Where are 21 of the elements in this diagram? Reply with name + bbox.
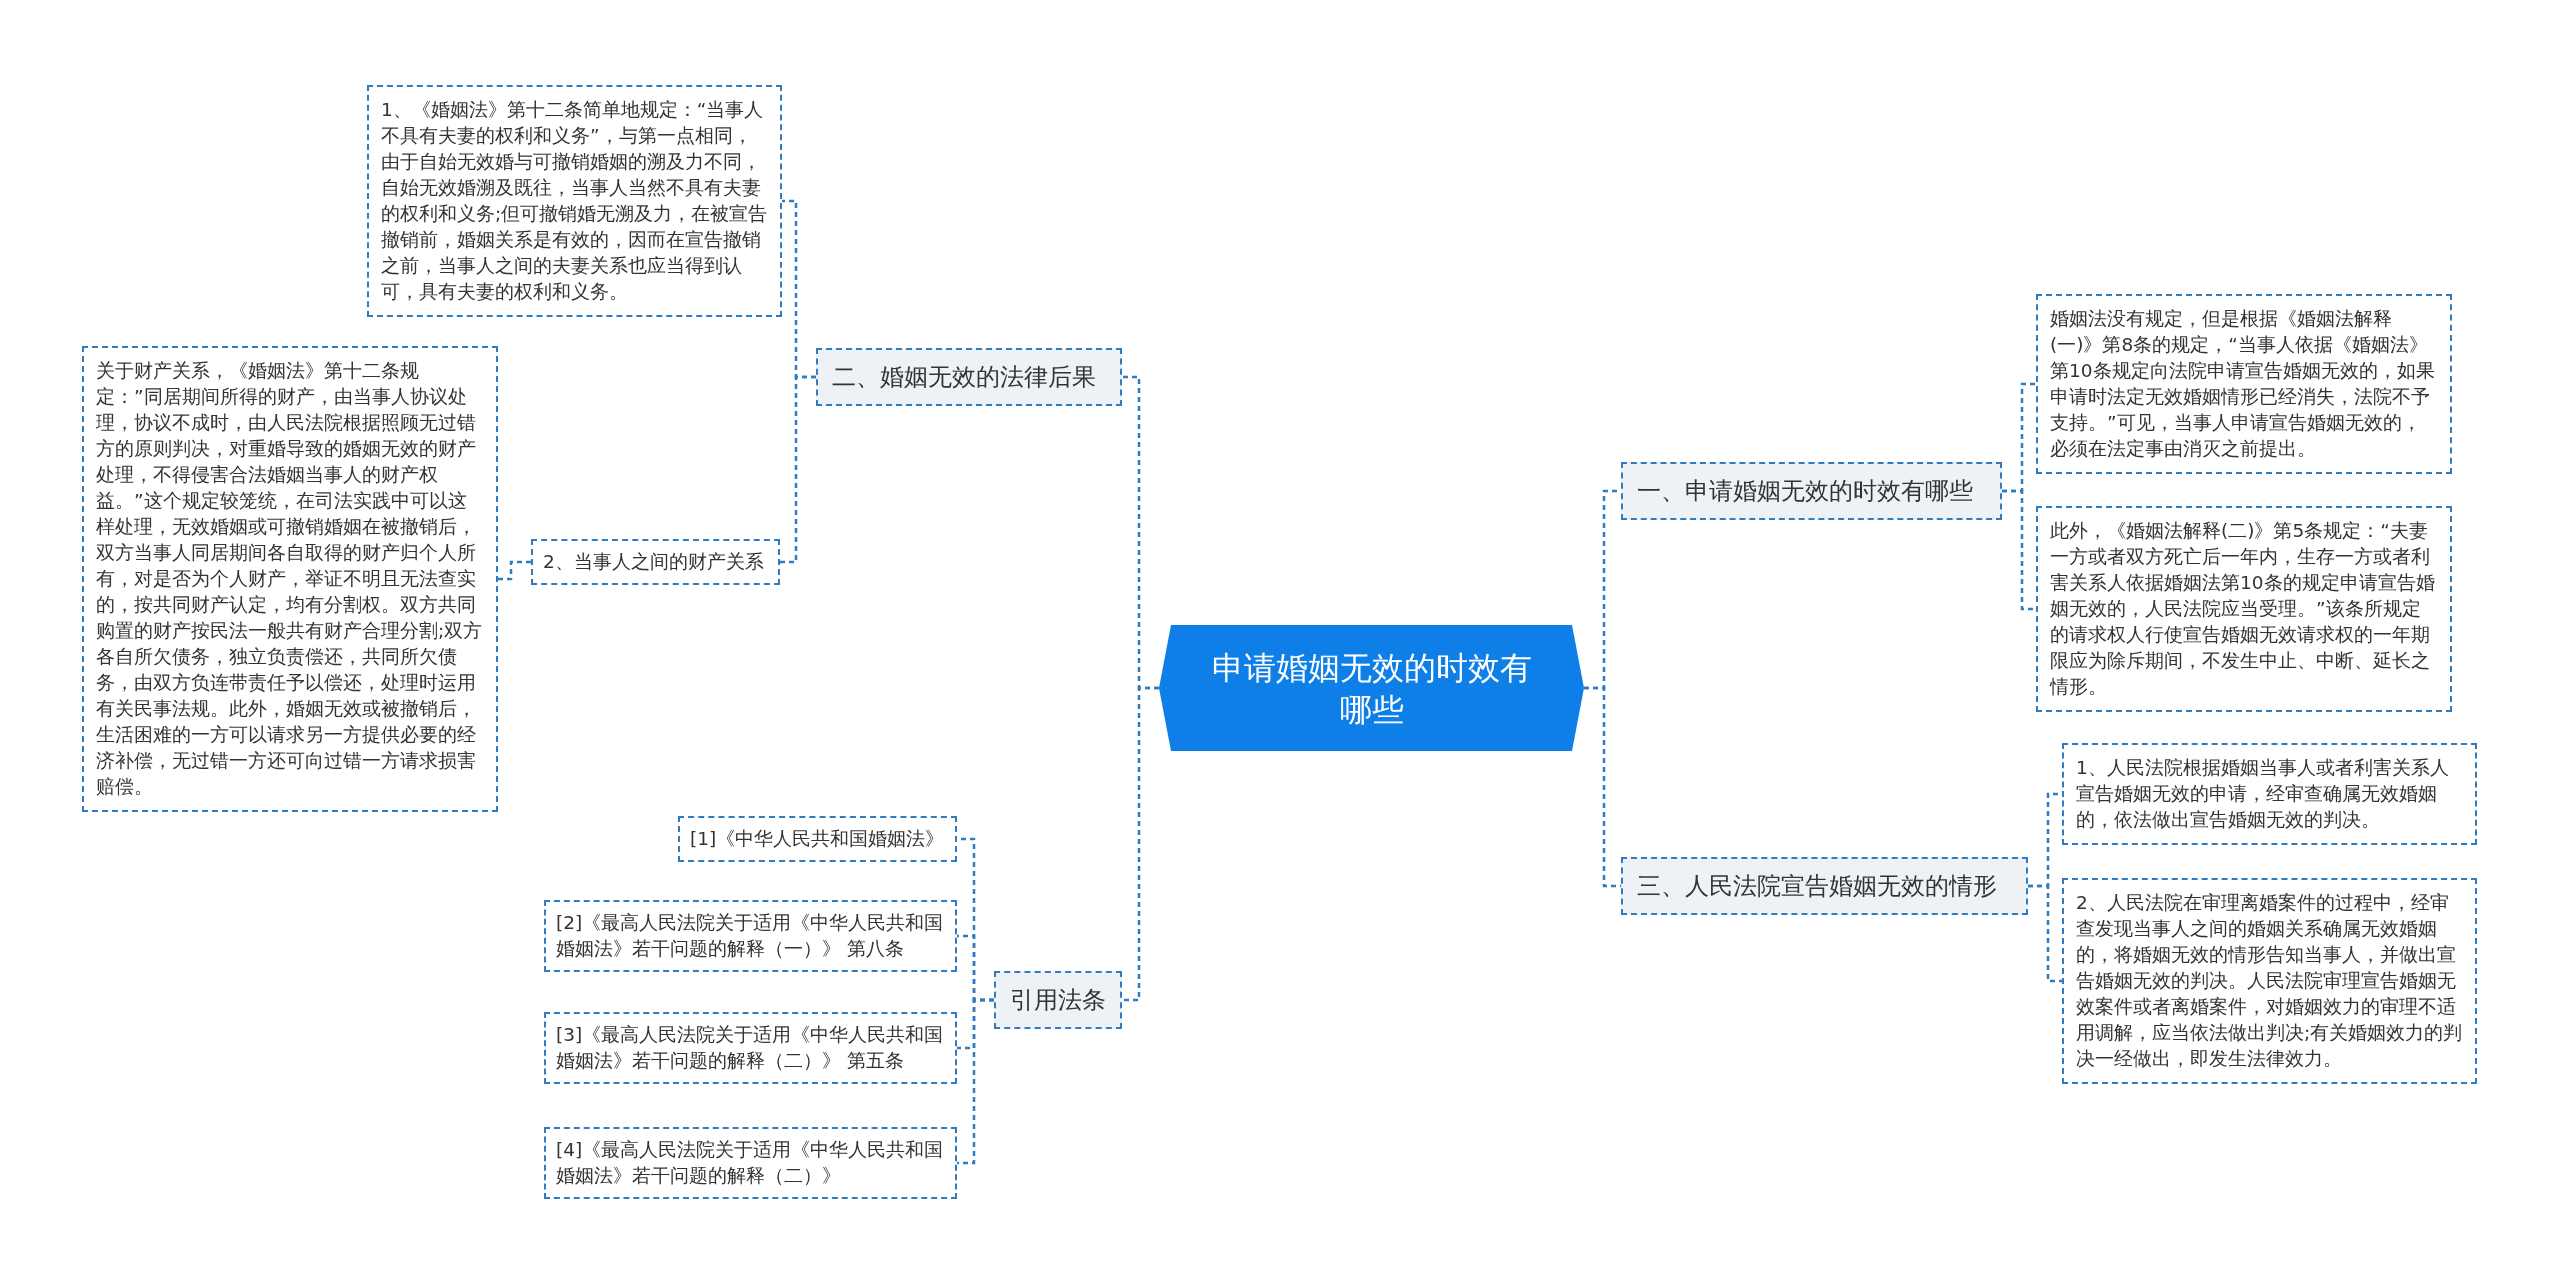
- branch-box: 二、婚姻无效的法律后果: [816, 348, 1122, 406]
- branch-box: 三、人民法院宣告婚姻无效的情形: [1621, 857, 2028, 915]
- note-box: 2、人民法院在审理离婚案件的过程中，经审查发现当事人之间的婚姻关系确属无效婚姻的，将婚姻无效的情形告知当事人，并做出宣告婚姻无效的判决。人民法院审理宣告婚姻无效案件或者离婚案件，对婚姻效力的审理不适用调解，应当依法做出判决;有关婚姻效力的判决一经做出，即发生法律效力。: [2062, 878, 2477, 1084]
- note-box: 1、《婚姻法》第十二条简单地规定：“当事人不具有夫妻的权利和义务”，与第一点相同，由于自始无效婚与可撤销婚姻的溯及力不同，自始无效婚溯及既往，当事人当然不具有夫妻的权利和义务;但可撤销婚无溯及力，在被宣告撤销前，婚姻关系是有效的，因而在宣告撤销之前，当事人之间的夫妻关系也应当得到认可，具有夫妻的权利和义务。: [367, 85, 782, 317]
- branch-box: 一、申请婚姻无效的时效有哪些: [1621, 462, 2002, 520]
- note-box: 此外，《婚姻法解释(二)》第5条规定：“夫妻一方或者双方死亡后一年内，生存一方或者利害关系人依据婚姻法第10条的规定申请宣告婚姻无效的，人民法院应当受理。”该条所规定的请求权人行使宣告婚姻无效请求权的一年期限应为除斥期间，不发生中止、中断、延长之情形。: [2036, 506, 2452, 712]
- text-box: [3]《最高人民法院关于适用《中华人民共和国婚姻法》若干问题的解释（二）》 第五条: [544, 1012, 957, 1084]
- note-box: 婚姻法没有规定，但是根据《婚姻法解释(一)》第8条的规定，“当事人依据《婚姻法》第10条规定向法院申请宣告婚姻无效的，如果申请时法定无效婚姻情形已经消失，法院不予支持。”可见，当事人申请宣告婚姻无效的，必须在法定事由消灭之前提出。: [2036, 294, 2452, 474]
- note-box: 1、人民法院根据婚姻当事人或者利害关系人宣告婚姻无效的申请，经审查确属无效婚姻的，依法做出宣告婚姻无效的判决。: [2062, 743, 2477, 845]
- note-box: 关于财产关系，《婚姻法》第十二条规定：”同居期间所得的财产，由当事人协议处理，协议不成时，由人民法院根据照顾无过错方的原则判决，对重婚导致的婚姻无效的财产处理，不得侵害合法婚姻当事人的财产权益。”这个规定较笼统，在司法实践中可以这样处理，无效婚姻或可撤销婚姻在被撤销后，双方当事人同居期间各自取得的财产归个人所有，对是否为个人财产，举证不明且无法查实的，按共同财产认定，均有分割权。双方共同购置的财产按民法一般共有财产合理分割;双方各自所欠债务，独立负责偿还，共同所欠债务，由双方负连带责任予以偿还，处理时运用有关民事法规。此外，婚姻无效或被撤销后，生活困难的一方可以请求另一方提供必要的经济补偿，无过错一方还可向过错一方请求损害赔偿。: [82, 346, 498, 812]
- connector: [1122, 686, 1159, 1002]
- text-box: [4]《最高人民法院关于适用《中华人民共和国婚姻法》若干问题的解释（二）》: [544, 1127, 957, 1199]
- connector: [780, 375, 816, 564]
- branch-box: 引用法条: [994, 971, 1122, 1029]
- text-box: [1]《中华人民共和国婚姻法》: [678, 816, 957, 862]
- connector: [498, 560, 531, 581]
- connector: [2028, 884, 2062, 983]
- text-box: 2、当事人之间的财产关系: [531, 539, 780, 585]
- connector: [957, 998, 994, 1165]
- text-box: [2]《最高人民法院关于适用《中华人民共和国婚姻法》若干问题的解释（一）》 第八条: [544, 900, 957, 972]
- connector: [2002, 489, 2036, 611]
